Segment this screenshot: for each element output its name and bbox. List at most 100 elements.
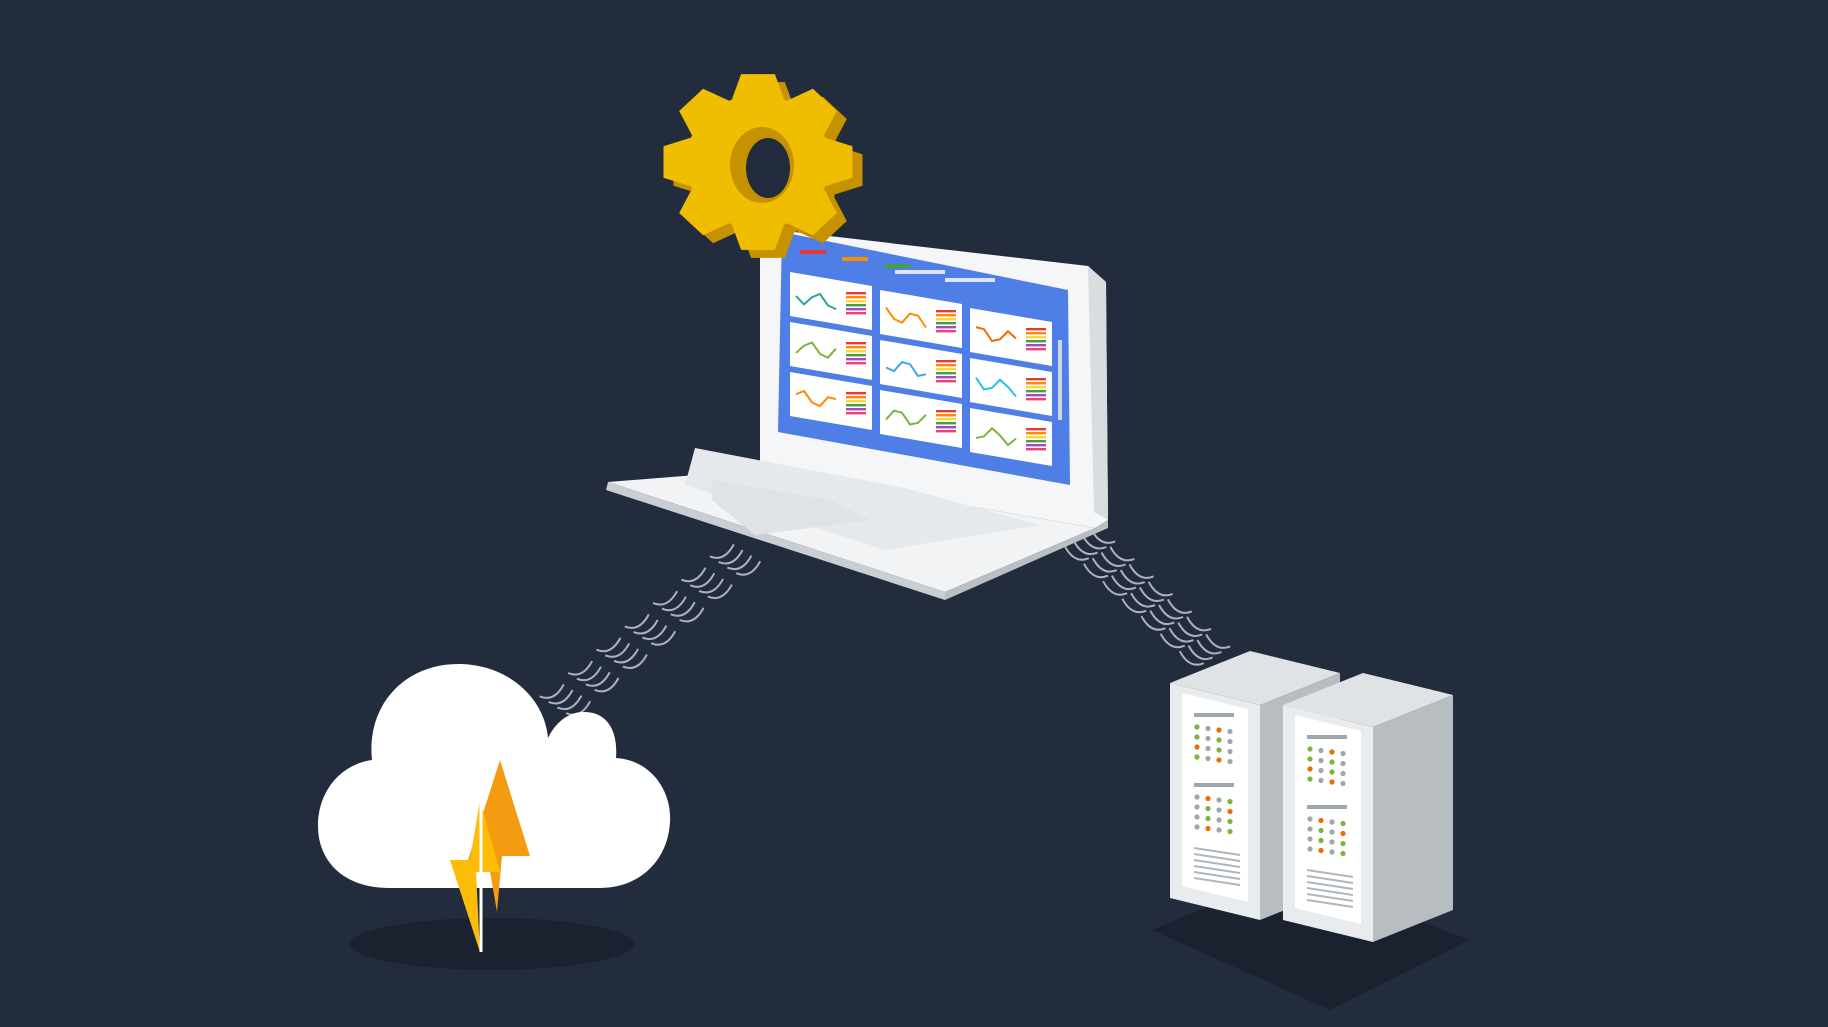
panel-chart-line	[795, 341, 837, 359]
cloud-shadow	[350, 918, 634, 970]
panel-bar	[936, 418, 956, 421]
laptop-base-front	[606, 482, 945, 600]
dashboard-scrollbar	[1058, 340, 1062, 420]
panel-bar	[846, 400, 866, 403]
panel-background	[790, 372, 872, 430]
signal-wave-arc	[1121, 598, 1147, 614]
server-led	[1194, 734, 1200, 740]
server-tower-right	[1283, 673, 1453, 942]
server-led	[1205, 725, 1211, 732]
server-led	[1329, 759, 1335, 765]
server-led	[1216, 757, 1222, 763]
signal-wave-arc	[557, 695, 583, 711]
server-led	[1194, 754, 1200, 760]
server-led	[1329, 819, 1335, 825]
signal-wave-arc	[633, 619, 659, 635]
laptop	[606, 228, 1108, 600]
server-led	[1194, 804, 1200, 810]
signal-wave-arc	[1139, 587, 1165, 602]
panel-bar	[936, 322, 956, 325]
server-led	[1216, 737, 1222, 743]
server-led	[1227, 748, 1233, 755]
panel-bar	[846, 392, 866, 395]
signal-wave-arc	[567, 660, 594, 676]
server-led	[1227, 798, 1233, 805]
panel-bar	[1026, 390, 1046, 393]
cloud-icon	[318, 664, 671, 888]
cloud-shape	[318, 664, 671, 888]
server-vent-line	[1306, 869, 1354, 878]
dashboard	[790, 250, 1062, 466]
bolt-front	[450, 800, 500, 952]
panel-bar	[936, 318, 956, 321]
dashboard-tab	[895, 270, 945, 274]
panel-bar	[1026, 444, 1046, 447]
panel-chart-line	[885, 360, 927, 378]
server-label-bar	[1194, 713, 1234, 717]
gear-hole	[746, 138, 790, 198]
wireless-signal-waves-right	[1063, 528, 1231, 666]
server-top	[1170, 651, 1340, 705]
panel-background	[970, 358, 1052, 416]
server-led	[1227, 808, 1233, 815]
server-vent-line	[1193, 865, 1241, 874]
panel-bar	[846, 362, 866, 365]
signal-wave-arc	[1186, 616, 1212, 632]
panel-chart-line	[795, 389, 837, 408]
signal-wave-arc	[1149, 610, 1175, 626]
panel-bar	[846, 408, 866, 411]
dashboard-panel	[970, 358, 1052, 416]
panel-bar	[1026, 348, 1046, 351]
signal-wave-arc	[735, 560, 762, 576]
signal-wave-arc	[698, 578, 724, 594]
signal-wave-arc	[1111, 575, 1137, 591]
signal-wave-arc	[613, 648, 639, 664]
server-led	[1216, 817, 1222, 823]
panel-bar	[846, 342, 866, 345]
signal-wave-arc	[650, 630, 677, 646]
server-led	[1329, 779, 1335, 785]
panel-bar	[846, 412, 866, 415]
server-led	[1307, 816, 1313, 822]
panel-bar	[846, 350, 866, 353]
panel-bar	[1026, 328, 1046, 331]
panel-bar	[936, 430, 956, 433]
signal-wave-arc	[718, 549, 744, 565]
server-led	[1216, 807, 1222, 813]
signal-wave-arc	[594, 677, 620, 693]
server-led	[1318, 757, 1324, 764]
laptop-lid-edge	[1088, 266, 1108, 520]
signal-wave-arc	[1177, 622, 1203, 637]
dashboard-tab	[945, 278, 995, 282]
panel-bar	[936, 314, 956, 317]
signal-wave-arc	[1158, 604, 1184, 620]
signal-wave-arc	[1128, 563, 1154, 579]
server-led	[1194, 744, 1200, 750]
server-led	[1340, 830, 1346, 837]
panel-background	[970, 408, 1052, 466]
server-led	[1307, 746, 1313, 752]
signal-wave-arc	[1063, 545, 1090, 561]
server-side	[1373, 695, 1453, 942]
signal-wave-arc	[1119, 569, 1146, 585]
signal-wave-arc	[1102, 580, 1128, 596]
panel-bar	[936, 376, 956, 379]
server-led	[1329, 749, 1335, 755]
server-led	[1307, 846, 1313, 852]
signal-wave-arc	[689, 572, 716, 588]
panel-background	[880, 340, 962, 398]
panel-bar	[1026, 428, 1046, 431]
signal-wave-arc	[1187, 645, 1213, 661]
signal-wave-arc	[661, 596, 687, 612]
server-led	[1194, 814, 1200, 820]
signal-wave-arc	[1130, 592, 1156, 608]
panel-background	[790, 322, 872, 380]
dashboard-panel	[970, 408, 1052, 466]
server-led	[1340, 760, 1346, 767]
signal-wave-arc	[1178, 650, 1205, 666]
panel-bar	[936, 368, 956, 371]
panel-background	[790, 272, 872, 330]
panel-bar	[846, 396, 866, 399]
panel-bar	[936, 326, 956, 329]
server-led	[1318, 767, 1324, 774]
